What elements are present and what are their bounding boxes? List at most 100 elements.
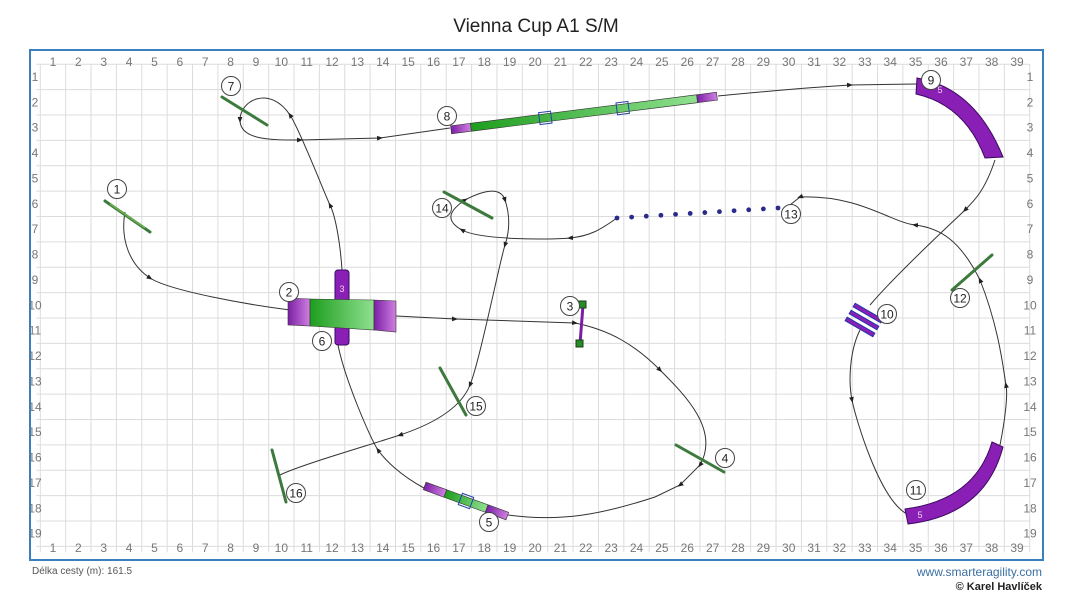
x-tick-label: 28	[731, 55, 745, 69]
grid	[36, 63, 1031, 553]
x-tick-label: 25	[655, 541, 669, 555]
x-tick-label: 38	[985, 541, 999, 555]
x-tick-label: 10	[275, 55, 289, 69]
y-tick-label: 6	[1027, 197, 1034, 211]
obstacle-number-badge	[437, 106, 457, 126]
obstacle-number: 3	[567, 300, 574, 314]
y-tick-label: 19	[28, 527, 42, 541]
obstacle-number-badge	[781, 204, 801, 224]
jump-7[interactable]	[220, 95, 269, 127]
x-tick-label: 24	[630, 55, 644, 69]
y-tick-label: 5	[32, 171, 39, 185]
obstacle-number: 1	[114, 183, 121, 197]
jump-4[interactable]	[674, 443, 726, 474]
weave-pole	[775, 205, 781, 211]
x-tick-label: 24	[630, 541, 644, 555]
tunnel-11[interactable]: 5	[904, 441, 1004, 525]
x-tick-label: 35	[909, 541, 923, 555]
x-tick-label: 7	[202, 55, 209, 69]
x-tick-label: 5	[151, 541, 158, 555]
tunnel-9[interactable]: 5	[915, 77, 1004, 159]
obstacle-number-badge	[221, 76, 241, 96]
y-tick-label: 15	[28, 425, 42, 439]
x-tick-label: 10	[275, 541, 289, 555]
x-tick-label: 27	[706, 55, 720, 69]
x-tick-label: 4	[126, 55, 133, 69]
x-tick-label: 37	[960, 55, 974, 69]
x-tick-label: 34	[884, 55, 898, 69]
weave-pole	[658, 212, 664, 218]
aframe-2[interactable]	[287, 297, 397, 333]
x-tick-label: 26	[681, 55, 695, 69]
x-tick-label: 12	[325, 541, 339, 555]
y-tick-label: 18	[1023, 501, 1037, 515]
x-tick-label: 34	[884, 541, 898, 555]
x-tick-label: 32	[833, 55, 847, 69]
x-tick-label: 30	[782, 541, 796, 555]
x-tick-label: 18	[478, 55, 492, 69]
obstacle-number-badge	[715, 448, 735, 468]
x-tick-label: 17	[452, 55, 466, 69]
jump-12[interactable]	[950, 253, 994, 292]
obstacle-number: 12	[953, 292, 967, 306]
jump-3[interactable]	[575, 300, 587, 348]
x-tick-label: 9	[253, 55, 260, 69]
tunnel-length: 5	[937, 85, 942, 95]
y-tick-label: 12	[28, 349, 42, 363]
y-tick-label: 7	[1027, 222, 1034, 236]
obstacle-number: 9	[928, 74, 935, 88]
y-tick-label: 19	[1023, 527, 1037, 541]
obstacle-number: 5	[486, 516, 493, 530]
x-tick-label: 2	[75, 541, 82, 555]
x-tick-label: 29	[757, 55, 771, 69]
x-tick-label: 33	[858, 55, 872, 69]
tunnel-length: 3	[339, 284, 344, 294]
website-link[interactable]: www.smarteragility.com	[916, 565, 1042, 579]
x-tick-label: 37	[960, 541, 974, 555]
x-tick-label: 2	[75, 55, 82, 69]
x-tick-label: 9	[253, 541, 260, 555]
x-tick-label: 16	[427, 541, 441, 555]
y-tick-label: 9	[1027, 273, 1034, 287]
x-tick-label: 20	[528, 55, 542, 69]
obstacle-number: 2	[286, 286, 293, 300]
obstacle-number-badge	[286, 483, 306, 503]
x-tick-label: 7	[202, 541, 209, 555]
x-tick-label: 3	[100, 541, 107, 555]
y-tick-label: 16	[1023, 451, 1037, 465]
x-tick-label: 19	[503, 55, 517, 69]
x-tick-label: 23	[604, 55, 618, 69]
weave-pole	[746, 207, 752, 213]
jump-16[interactable]	[270, 448, 288, 504]
jump-1[interactable]	[103, 199, 152, 234]
y-tick-label: 14	[28, 400, 42, 414]
obstacle-number: 11	[910, 484, 923, 498]
x-tick-label: 13	[351, 55, 365, 69]
y-tick-label: 3	[32, 121, 39, 135]
obstacle-number: 10	[880, 308, 894, 322]
jump-14[interactable]	[442, 190, 494, 220]
y-tick-label: 1	[1027, 70, 1034, 84]
x-tick-label: 38	[985, 55, 999, 69]
dogwalk-8[interactable]	[450, 90, 718, 135]
x-tick-label: 11	[300, 541, 313, 555]
x-tick-label: 32	[833, 541, 847, 555]
x-tick-label: 35	[909, 55, 923, 69]
weave-poles-13[interactable]	[614, 205, 781, 221]
obstacle-number-badge	[479, 512, 499, 532]
x-tick-label: 14	[376, 541, 390, 555]
obstacle-number: 16	[289, 487, 303, 501]
x-tick-label: 31	[807, 55, 821, 69]
weave-pole	[687, 211, 693, 216]
x-tick-label: 15	[402, 541, 416, 555]
y-tick-label: 4	[1027, 146, 1034, 160]
x-tick-label: 3	[100, 55, 107, 69]
y-tick-label: 16	[28, 451, 42, 465]
x-tick-label: 22	[579, 55, 593, 69]
tunnel-length: 5	[917, 510, 922, 520]
obstacle-number: 13	[784, 208, 798, 222]
obstacle-number-badge	[312, 331, 332, 351]
y-tick-label: 12	[1023, 349, 1037, 363]
jump-15[interactable]	[438, 366, 468, 417]
